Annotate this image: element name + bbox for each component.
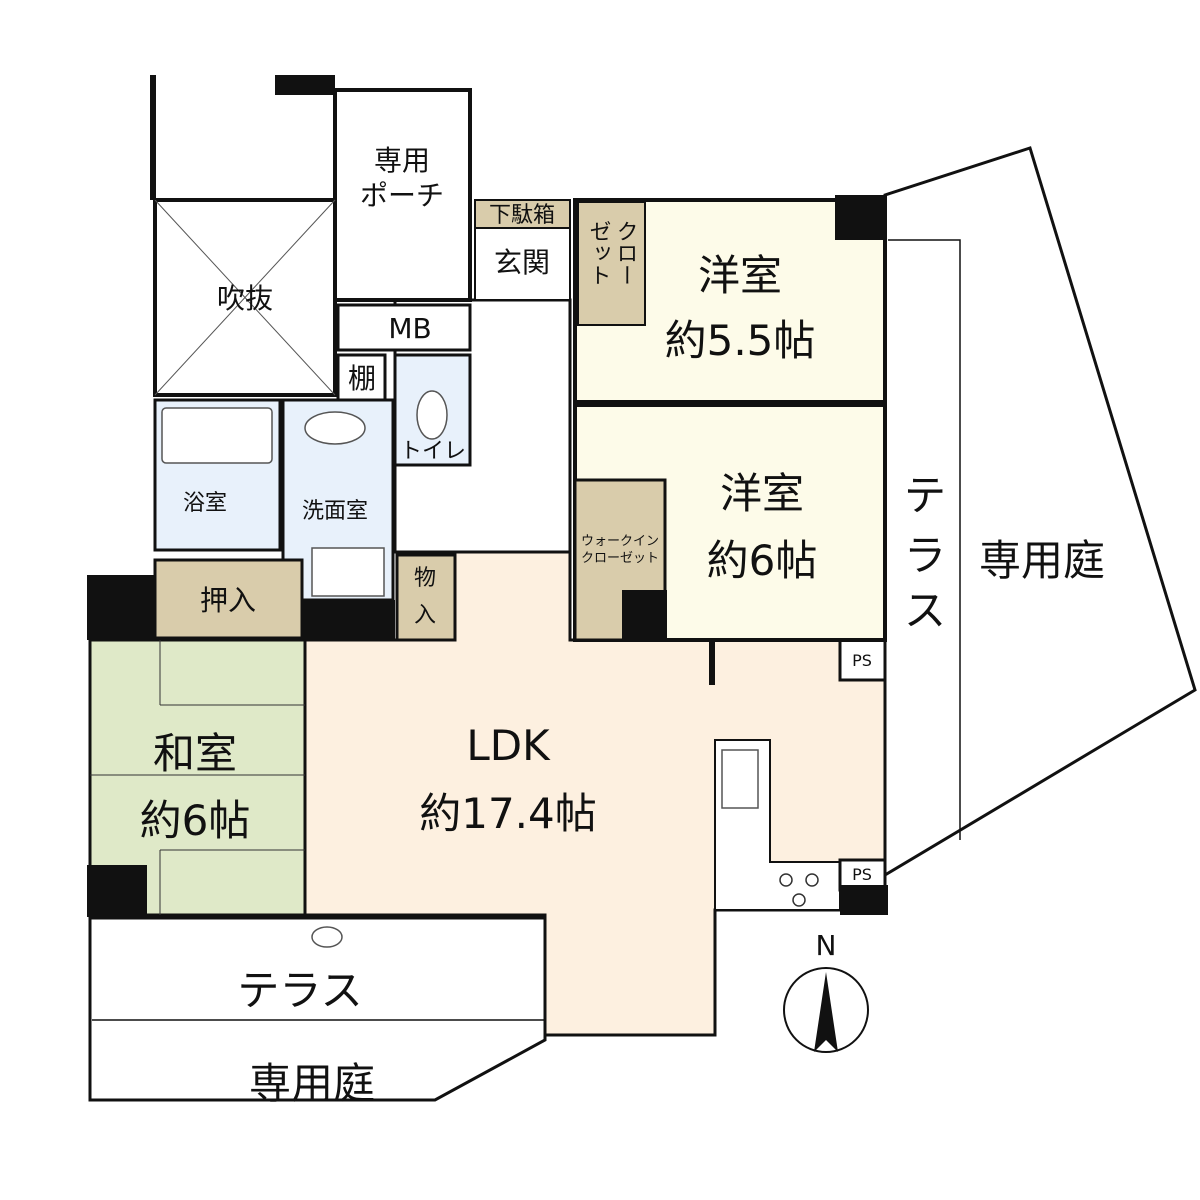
label-bath: 浴室: [183, 491, 227, 516]
entrance: [474, 227, 571, 301]
label-ldk-size: 約17.4帖: [419, 789, 597, 838]
pillar: [840, 885, 888, 915]
label-walk-in-2: クローゼット: [581, 551, 659, 566]
label-terrace-right-1: テ: [904, 471, 946, 520]
shoe-box: [474, 199, 571, 229]
ps-box-1: [838, 638, 887, 682]
label-western1-size: 約5.5帖: [665, 316, 816, 365]
compass-label: N: [816, 929, 837, 962]
label-shelf: 棚: [348, 362, 376, 395]
storage-closet: [395, 553, 457, 642]
label-closet-2: ゼット: [586, 220, 611, 286]
tatami-lines: [90, 640, 305, 915]
label-western1-name: 洋室: [698, 251, 782, 300]
pillar: [835, 195, 887, 240]
washing-machine-icon: [311, 547, 385, 597]
sink-icon: [721, 749, 759, 809]
label-garden-bottom: 専用庭: [249, 1059, 375, 1108]
washbasin-icon: [304, 411, 366, 445]
label-walk-in-1: ウォークイン: [581, 534, 659, 549]
label-void: 吹抜: [217, 282, 273, 315]
stove-icon: [779, 873, 819, 907]
label-ps-1: PS: [852, 651, 872, 670]
label-terrace-right-2: ラ: [904, 531, 946, 580]
mb: [336, 303, 472, 352]
exterior-wall: [275, 75, 335, 95]
exterior-wall: [150, 75, 156, 200]
label-shoe-box: 下駄箱: [489, 203, 555, 228]
wall-stub: [709, 640, 715, 685]
wall-block: [302, 600, 395, 640]
pillar: [87, 575, 155, 640]
label-mb: MB: [388, 312, 431, 345]
label-washroom: 洗面室: [302, 499, 368, 524]
shelf: [336, 353, 387, 402]
label-ps-2: PS: [852, 865, 872, 884]
closet: [577, 201, 646, 326]
porch: [333, 88, 472, 302]
label-western2-size: 約6帖: [707, 536, 818, 585]
label-oshiire: 押入: [200, 584, 256, 617]
label-toilet: トイレ: [400, 439, 466, 464]
label-garden-right: 専用庭: [979, 536, 1105, 585]
oshiire-closet: [153, 558, 304, 640]
label-porch-1: 専用: [374, 144, 430, 177]
pillar: [622, 590, 667, 640]
walk-in-closet: [573, 478, 667, 642]
pillar: [87, 865, 147, 917]
label-japanese-name: 和室: [153, 729, 237, 778]
label-closet-1: クロー: [613, 220, 638, 286]
compass: N: [783, 929, 869, 1053]
label-western2-name: 洋室: [720, 469, 804, 518]
label-ldk-name: LDK: [466, 721, 551, 770]
terrace-right-line: [888, 239, 961, 840]
bathtub-icon: [161, 407, 273, 464]
label-porch-2: ポーチ: [360, 179, 444, 212]
garden-bottom: [88, 916, 547, 1102]
outdoor-faucet-icon: [311, 926, 343, 948]
label-japanese-size: 約6帖: [140, 796, 251, 845]
north-arrow-icon: [814, 972, 838, 1052]
label-entrance: 玄関: [494, 246, 550, 279]
toilet-icon: [416, 390, 448, 440]
label-terrace-right-3: ス: [904, 586, 946, 635]
label-terrace-bottom: テラス: [237, 966, 362, 1015]
label-storage-1: 物: [414, 566, 436, 591]
label-storage-2: 入: [414, 603, 436, 628]
